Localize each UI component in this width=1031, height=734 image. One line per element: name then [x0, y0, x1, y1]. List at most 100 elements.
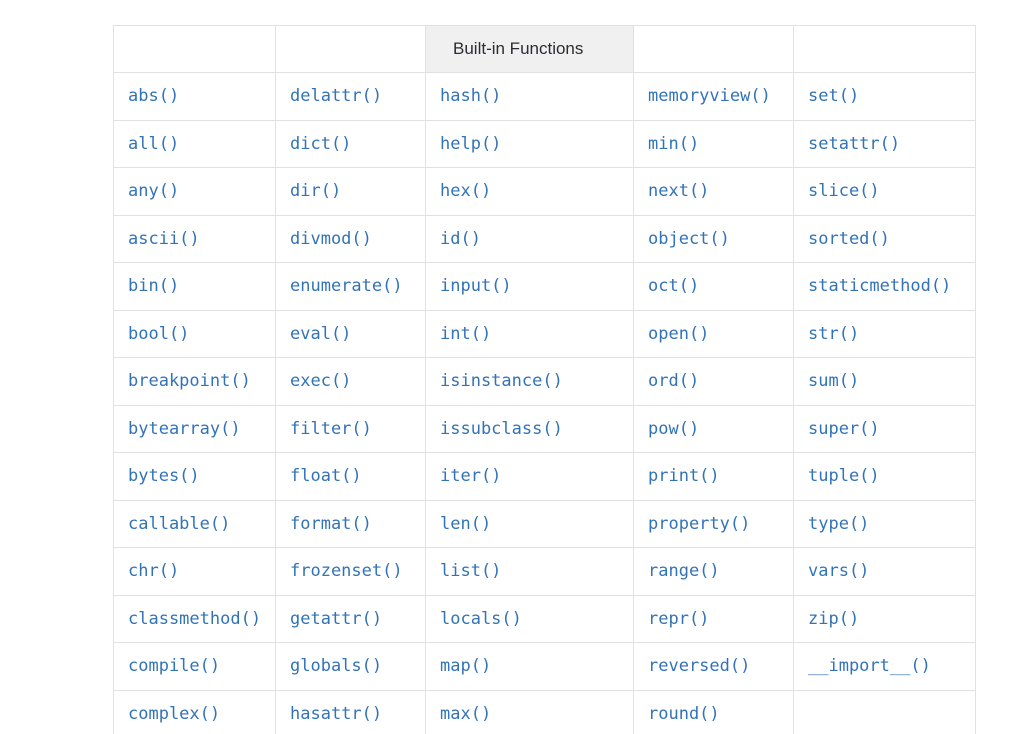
table-row: abs() delattr() hash() memoryview() set() — [113, 72, 976, 121]
function-link[interactable]: min() — [648, 133, 700, 154]
header-cell-empty-1 — [113, 25, 276, 73]
function-link[interactable]: any() — [128, 181, 180, 202]
function-link[interactable]: hex() — [440, 181, 492, 202]
function-link[interactable]: repr() — [648, 608, 710, 629]
function-link[interactable]: exec() — [290, 371, 352, 392]
function-link[interactable]: oct() — [648, 276, 700, 297]
function-cell: bin() — [113, 262, 276, 311]
function-link[interactable]: complex() — [128, 703, 221, 724]
function-link[interactable]: list() — [440, 561, 502, 582]
function-link[interactable]: enumerate() — [290, 276, 403, 297]
function-link[interactable]: print() — [648, 466, 720, 487]
function-link[interactable]: slice() — [808, 181, 880, 202]
function-link[interactable]: format() — [290, 513, 372, 534]
function-link[interactable]: memoryview() — [648, 86, 771, 107]
function-link[interactable]: eval() — [290, 323, 352, 344]
function-link[interactable]: tuple() — [808, 466, 880, 487]
function-cell: max() — [425, 689, 634, 734]
function-cell: print() — [633, 452, 794, 501]
function-link[interactable]: vars() — [808, 561, 870, 582]
function-cell: input() — [425, 262, 634, 311]
function-link[interactable]: str() — [808, 323, 860, 344]
function-cell: slice() — [793, 167, 976, 216]
function-cell: dict() — [275, 119, 426, 168]
function-cell: memoryview() — [633, 72, 794, 121]
function-cell: compile() — [113, 642, 276, 691]
function-link[interactable]: ascii() — [128, 228, 200, 249]
function-link[interactable]: sorted() — [808, 228, 890, 249]
function-link[interactable]: breakpoint() — [128, 371, 251, 392]
function-link[interactable]: frozenset() — [290, 561, 403, 582]
function-link[interactable]: all() — [128, 133, 180, 154]
function-cell: iter() — [425, 452, 634, 501]
function-link[interactable]: callable() — [128, 513, 231, 534]
table-header-row: Built-in Functions — [113, 25, 976, 73]
function-link[interactable]: delattr() — [290, 86, 383, 107]
function-cell: map() — [425, 642, 634, 691]
function-link[interactable]: reversed() — [648, 656, 751, 677]
function-link[interactable]: sum() — [808, 371, 860, 392]
function-link[interactable]: id() — [440, 228, 481, 249]
function-link[interactable]: abs() — [128, 86, 180, 107]
function-cell: pow() — [633, 404, 794, 453]
function-cell: int() — [425, 309, 634, 358]
function-link[interactable]: bin() — [128, 276, 180, 297]
function-cell: reversed() — [633, 642, 794, 691]
function-link[interactable]: isinstance() — [440, 371, 563, 392]
table-body: abs() delattr() hash() memoryview() set() all… — [113, 72, 976, 734]
function-link[interactable]: dir() — [290, 181, 342, 202]
function-cell: staticmethod() — [793, 262, 976, 311]
function-link[interactable]: round() — [648, 703, 720, 724]
function-link[interactable]: max() — [440, 703, 492, 724]
function-cell: exec() — [275, 357, 426, 406]
function-link[interactable]: super() — [808, 418, 880, 439]
function-link[interactable]: int() — [440, 323, 492, 344]
function-link[interactable]: compile() — [128, 656, 221, 677]
function-link[interactable]: bytes() — [128, 466, 200, 487]
function-link[interactable]: iter() — [440, 466, 502, 487]
function-link[interactable]: chr() — [128, 561, 180, 582]
table-row: any() dir() hex() next() slice() — [113, 167, 976, 216]
table-row: callable() format() len() property() type() — [113, 499, 976, 548]
function-cell: vars() — [793, 547, 976, 596]
function-link[interactable]: ord() — [648, 371, 700, 392]
function-link[interactable]: next() — [648, 181, 710, 202]
function-link[interactable]: filter() — [290, 418, 372, 439]
function-link[interactable]: open() — [648, 323, 710, 344]
function-link[interactable]: property() — [648, 513, 751, 534]
table-row: bytearray() filter() issubclass() pow() supe… — [113, 404, 976, 453]
function-link[interactable]: map() — [440, 656, 492, 677]
function-link[interactable]: bool() — [128, 323, 190, 344]
function-link[interactable]: pow() — [648, 418, 700, 439]
function-link[interactable]: setattr() — [808, 133, 901, 154]
function-link[interactable]: help() — [440, 133, 502, 154]
function-link[interactable]: globals() — [290, 656, 383, 677]
function-cell: any() — [113, 167, 276, 216]
function-link[interactable]: object() — [648, 228, 730, 249]
function-link[interactable]: __import__() — [808, 656, 931, 677]
function-link[interactable]: range() — [648, 561, 720, 582]
table-row: bin() enumerate() input() oct() staticmethod… — [113, 262, 976, 311]
function-cell: callable() — [113, 499, 276, 548]
function-link[interactable]: getattr() — [290, 608, 383, 629]
function-link[interactable]: bytearray() — [128, 418, 241, 439]
function-link[interactable]: locals() — [440, 608, 522, 629]
function-cell: dir() — [275, 167, 426, 216]
function-link[interactable]: type() — [808, 513, 870, 534]
function-link[interactable]: zip() — [808, 608, 860, 629]
function-link[interactable]: hasattr() — [290, 703, 383, 724]
function-cell: hasattr() — [275, 689, 426, 734]
function-link[interactable]: hash() — [440, 86, 502, 107]
function-link[interactable]: set() — [808, 86, 860, 107]
function-link[interactable]: divmod() — [290, 228, 372, 249]
function-link[interactable]: dict() — [290, 133, 352, 154]
function-link[interactable]: classmethod() — [128, 608, 262, 629]
function-link[interactable]: input() — [440, 276, 512, 297]
function-link[interactable]: float() — [290, 466, 362, 487]
function-link[interactable]: issubclass() — [440, 418, 563, 439]
function-link[interactable]: len() — [440, 513, 492, 534]
function-cell: str() — [793, 309, 976, 358]
table-title: Built-in Functions — [425, 25, 634, 73]
function-link[interactable]: staticmethod() — [808, 276, 952, 297]
